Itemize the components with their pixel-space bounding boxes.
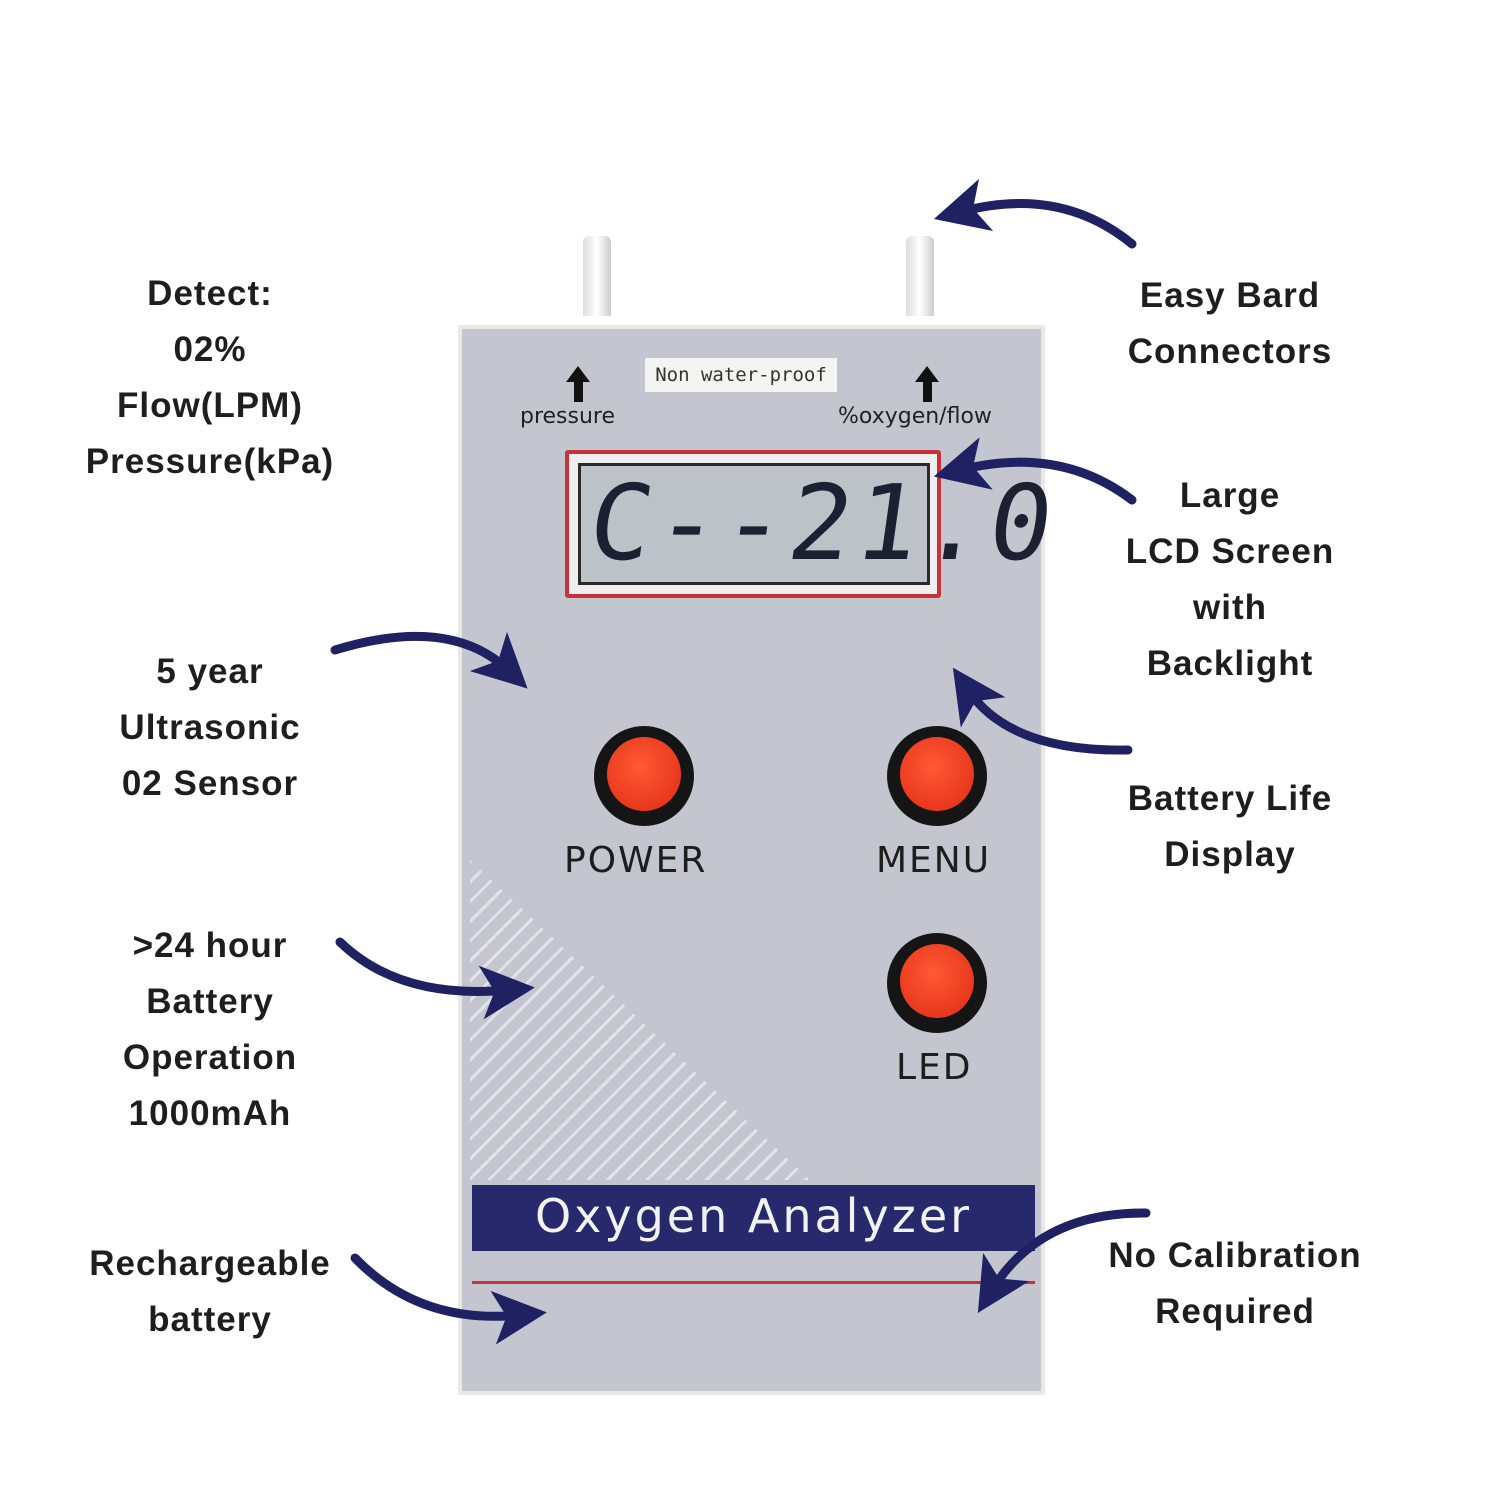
callout-line: Required: [1155, 1292, 1315, 1331]
callout-line: Flow(LPM): [117, 386, 303, 425]
callout-lcd: Large LCD Screen with Backlight: [1080, 468, 1380, 692]
pressure-port-arrow-icon: [574, 382, 583, 402]
power-label: POWER: [564, 840, 708, 881]
arrow-sensor-icon: [330, 631, 528, 689]
lcd-screen: [578, 463, 930, 585]
arrow-rechargeable-icon: [350, 1253, 547, 1345]
callout-detect: Detect: 02% Flow(LPM) Pressure(kPa): [60, 266, 360, 490]
callout-line: 1000mAh: [128, 1094, 292, 1133]
callout-line: Operation: [122, 1038, 298, 1077]
callout-connectors: Easy Bard Connectors: [1080, 268, 1380, 380]
pressure-port-label: pressure: [520, 404, 616, 429]
arrow-lcd-icon: [933, 437, 1137, 505]
callout-line: Backlight: [1146, 644, 1314, 683]
arrow-connectors-icon: [933, 178, 1137, 249]
arrow-battery-operation-icon: [335, 937, 535, 1020]
callout-sensor: 5 year Ultrasonic 02 Sensor: [60, 644, 360, 812]
led-label: LED: [896, 1047, 973, 1088]
oxygen-port-arrow-icon: [923, 382, 932, 402]
callout-line: 5 year: [156, 652, 264, 691]
callout-battery-life: Battery Life Display: [1080, 771, 1380, 883]
callout-line: >24 hour: [132, 926, 288, 965]
callout-line: battery: [148, 1300, 272, 1339]
callout-rechargeable: Rechargeable battery: [60, 1236, 360, 1348]
oxygen-port-arrowhead-icon: [915, 366, 939, 382]
menu-label: MENU: [876, 840, 992, 881]
red-divider: [472, 1281, 1035, 1284]
pressure-port-arrowhead-icon: [566, 366, 590, 382]
right-barb-connector: [906, 236, 934, 316]
power-button[interactable]: [594, 726, 694, 826]
arrow-calibration-icon: [977, 1208, 1151, 1313]
callout-line: 02 Sensor: [121, 764, 299, 803]
callout-line: Detect:: [147, 274, 273, 313]
callout-line: with: [1193, 588, 1267, 627]
oxygen-flow-port-label: %oxygen/flow: [838, 404, 992, 429]
callout-line: No Calibration: [1108, 1236, 1362, 1275]
callout-line: Battery Life: [1127, 779, 1333, 818]
callout-line: Large: [1179, 476, 1281, 515]
non-waterproof-tag: Non water-proof: [645, 358, 837, 392]
callout-line: Connectors: [1127, 332, 1333, 371]
callout-line: Pressure(kPa): [85, 442, 335, 481]
arrow-battery-life-icon: [952, 667, 1133, 755]
callout-line: Easy Bard: [1139, 276, 1321, 315]
callout-line: LCD Screen: [1125, 532, 1335, 571]
menu-button[interactable]: [887, 726, 987, 826]
callout-line: Battery: [146, 982, 274, 1021]
callout-battery-operation: >24 hour Battery Operation 1000mAh: [60, 918, 360, 1142]
callout-line: 02%: [173, 330, 247, 369]
callout-line: Ultrasonic: [119, 708, 301, 747]
left-barb-connector: [583, 236, 611, 316]
callout-calibration: No Calibration Required: [1085, 1228, 1385, 1340]
product-banner: Oxygen Analyzer: [472, 1185, 1035, 1251]
callout-line: Display: [1164, 835, 1296, 874]
led-button[interactable]: [887, 933, 987, 1033]
callout-line: Rechargeable: [89, 1244, 331, 1283]
